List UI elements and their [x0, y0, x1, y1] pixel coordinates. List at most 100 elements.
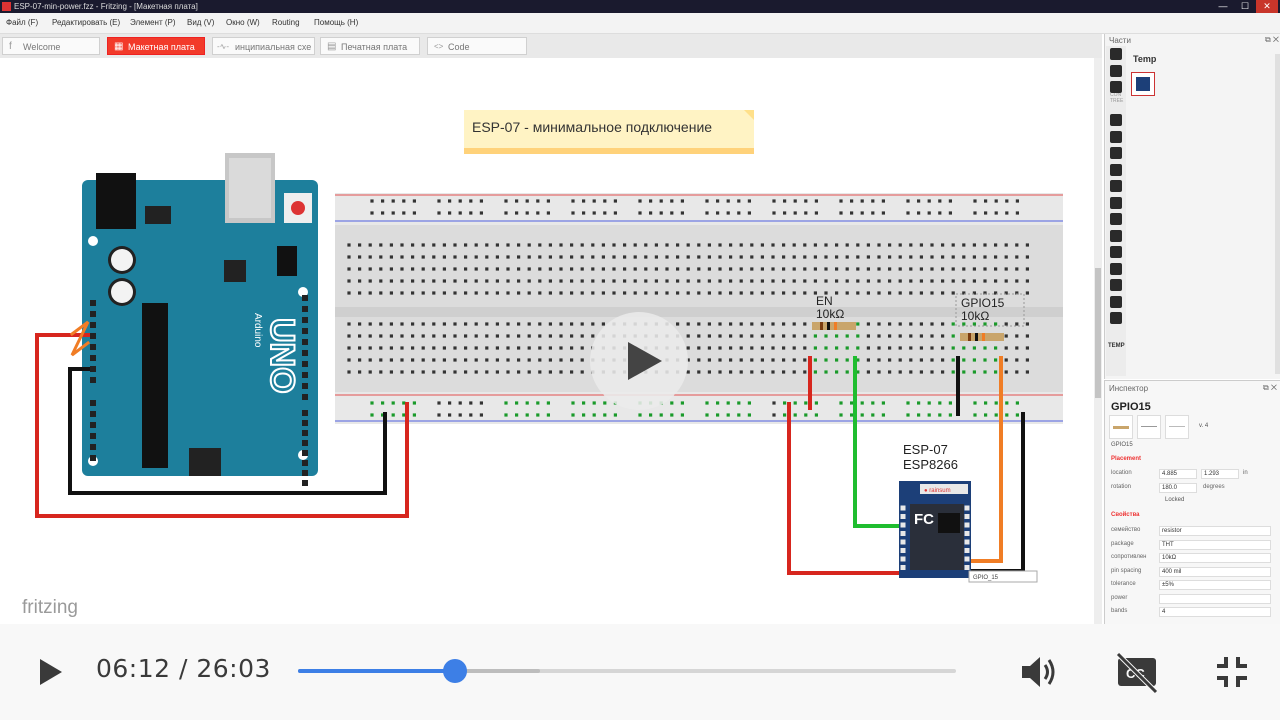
pcb-view-icon [1165, 415, 1189, 439]
bin-category-icon[interactable] [1110, 196, 1122, 209]
captions-off-button[interactable]: CC [1114, 650, 1160, 694]
wire-orange-jumper[interactable] [69, 320, 91, 357]
volume-button[interactable] [1019, 652, 1061, 692]
wire-5v-red[interactable] [35, 333, 409, 518]
property-label: bands [1111, 608, 1128, 614]
resistor-en[interactable]: EN 10kΩ [812, 294, 856, 330]
property-value[interactable]: 400 mil [1159, 566, 1271, 577]
maximize-button[interactable]: ☐ [1240, 1, 1250, 11]
bin-category-icon[interactable] [1110, 295, 1122, 308]
tab-pcb[interactable]: ▤ Печатная плата [320, 37, 420, 55]
play-button[interactable] [36, 656, 66, 688]
canvas-scrollbar[interactable] [1094, 58, 1102, 624]
property-label: сопротивлен [1111, 554, 1147, 560]
wire-vcc-red[interactable] [787, 402, 904, 575]
resistor-gpio15[interactable]: GPIO15 10kΩ [955, 293, 1025, 341]
menu-file[interactable]: Файл (F) [6, 18, 39, 27]
bin-category-icon[interactable] [1110, 279, 1122, 291]
window-title: ESP-07-min-power.fzz - Fritzing - [Макет… [14, 2, 198, 11]
rotation-input[interactable]: 180.0 [1159, 483, 1197, 493]
property-value[interactable]: resistor [1159, 526, 1271, 536]
bin-category-icon[interactable] [1110, 246, 1122, 258]
location-y-input[interactable]: 1.293 [1201, 469, 1239, 479]
window-titlebar: ESP-07-min-power.fzz - Fritzing - [Макет… [0, 0, 1280, 13]
exit-fullscreen-icon [1217, 657, 1247, 687]
tab-code[interactable]: <> Code [427, 37, 527, 55]
pcb-icon: ▤ [327, 41, 337, 52]
play-icon [40, 659, 62, 685]
bin-category-icon[interactable] [1110, 48, 1122, 60]
menu-routing[interactable]: Routing [272, 18, 300, 27]
property-value[interactable]: 4 [1159, 607, 1271, 617]
property-value[interactable] [1159, 593, 1271, 604]
played-bar [298, 669, 455, 673]
parts-panel: Части ⧉ ✕ CON TREE TEMP Temp [1104, 34, 1280, 379]
resistor-en-name: EN [816, 294, 833, 308]
resistor-gpio15-name: GPIO15 [961, 296, 1005, 310]
video-controls: 06:12 / 26:03 CC [0, 624, 1280, 720]
bin-category-icon[interactable] [1110, 262, 1122, 275]
bin-category-icon[interactable] [1110, 180, 1122, 192]
menu-help[interactable]: Помощь (H) [314, 18, 359, 27]
property-value[interactable]: THT [1159, 539, 1271, 550]
minimize-button[interactable]: — [1218, 1, 1228, 11]
property-value[interactable]: ±5% [1159, 580, 1271, 590]
bin-category-icon[interactable] [1110, 213, 1122, 225]
canvas-scrollbar-thumb[interactable] [1095, 268, 1101, 398]
wire-en-green[interactable] [853, 356, 906, 528]
tab-breadboard[interactable]: ▦ Макетная плата [107, 37, 205, 55]
module-chip: ESP8266 [903, 457, 958, 472]
location-x-input[interactable]: 4.885 [1159, 469, 1197, 479]
bin-category-icon[interactable] [1110, 81, 1122, 93]
property-row: сопротивлен 10kΩ [1111, 553, 1271, 564]
arduino-uno[interactable]: Arduino UNO [82, 153, 318, 486]
bin-category-icon[interactable] [1110, 130, 1122, 143]
code-icon: <> [434, 42, 444, 51]
inspector-part-title: GPIO15 [1111, 401, 1151, 413]
breadboard-view-icon [1109, 415, 1133, 439]
wire-gpio15-orange[interactable] [968, 356, 1003, 563]
breadboard-holes [347, 199, 1029, 417]
svg-text:FC: FC [914, 511, 934, 528]
esp07-module[interactable]: ESP-07 ESP8266 ● rainsum FC GPIO_15 [899, 442, 1038, 583]
bin-category-icon[interactable] [1110, 64, 1122, 77]
menu-edit[interactable]: Редактировать (E) [52, 18, 121, 27]
time-display: 06:12 / 26:03 [96, 654, 271, 683]
canvas-note[interactable]: ESP-07 - минимальное подключение [464, 110, 754, 154]
big-play-button[interactable] [590, 312, 688, 410]
property-value[interactable]: 10kΩ [1159, 553, 1271, 563]
wire-gnd-module-black[interactable] [968, 412, 1025, 573]
resistor-gpio15-value: 10kΩ [961, 309, 989, 323]
bin-part-esp-icon[interactable] [1131, 72, 1155, 96]
bin-category-icon[interactable] [1110, 163, 1122, 176]
duration: 26:03 [196, 654, 271, 683]
close-button[interactable]: ✕ [1256, 0, 1278, 13]
menu-view[interactable]: Вид (V) [187, 18, 215, 27]
schematic-view-icon [1137, 415, 1161, 439]
bin-category-icon[interactable] [1110, 312, 1122, 324]
breadboard[interactable] [335, 193, 1063, 424]
exit-fullscreen-button[interactable] [1214, 654, 1250, 690]
property-label: семейство [1111, 527, 1141, 533]
parts-scrollbar[interactable] [1275, 54, 1280, 374]
menu-part[interactable]: Элемент (P) [130, 18, 176, 27]
wire-gnd-black[interactable] [68, 367, 387, 495]
tab-welcome[interactable]: f Welcome [2, 37, 100, 55]
locked-checkbox[interactable]: Locked [1165, 497, 1185, 503]
seek-bar[interactable] [298, 659, 956, 683]
bin-category-icon[interactable] [1110, 114, 1122, 126]
tab-welcome-label: Welcome [23, 42, 61, 52]
menu-window[interactable]: Окно (W) [226, 18, 260, 27]
bin-category-icon[interactable] [1110, 147, 1122, 159]
inspector-panel: Инспектор ⧉ ✕ GPIO15 v. 4 GPIO15 Placeme… [1104, 380, 1280, 625]
property-row: bands 4 [1111, 607, 1271, 618]
panel-float-icon[interactable]: ⧉ ✕ [1265, 35, 1280, 44]
bin-category-icon[interactable] [1110, 229, 1122, 242]
tab-schematic[interactable]: -∿- инципиальная схе [212, 37, 315, 55]
breadboard-canvas[interactable]: ESP-07 - минимальное подключение [0, 58, 1102, 624]
seek-handle[interactable] [442, 659, 467, 683]
breadboard-scene[interactable]: ESP-07 - минимальное подключение [0, 58, 1102, 624]
current-time: 06:12 [96, 654, 171, 683]
part-version: v. 4 [1199, 423, 1209, 429]
inspector-close-icon[interactable]: ⧉ ✕ [1263, 383, 1278, 392]
